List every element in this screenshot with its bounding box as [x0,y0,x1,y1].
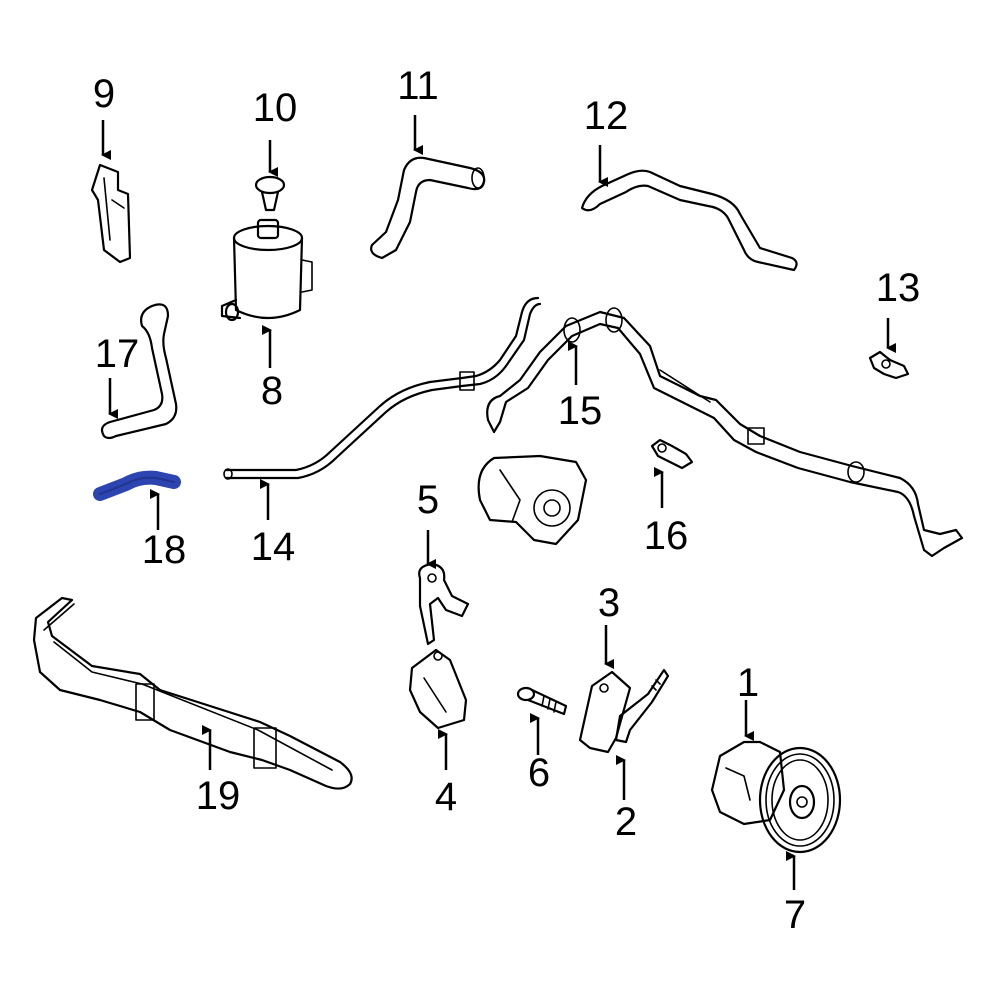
callout-6[interactable]: 6 [527,751,551,795]
callout-5[interactable]: 5 [416,478,440,522]
part-11-hose[interactable] [370,156,486,260]
part-17-hose[interactable] [100,303,178,440]
callout-18[interactable]: 18 [141,528,187,572]
callout-4[interactable]: 4 [434,775,458,819]
callout-16[interactable]: 16 [643,514,689,558]
callout-8[interactable]: 8 [260,369,284,413]
part-9-bracket[interactable] [90,163,132,264]
callout-3[interactable]: 3 [597,581,621,625]
callout-17[interactable]: 17 [94,332,140,376]
part-6-bolt[interactable] [516,686,568,716]
callout-9[interactable]: 9 [92,72,116,116]
part-12-hose[interactable] [580,169,798,272]
callout-19[interactable]: 19 [195,774,241,818]
callout-2[interactable]: 2 [614,800,638,844]
callout-10[interactable]: 10 [252,86,298,130]
callout-11[interactable]: 11 [397,64,439,108]
callout-7[interactable]: 7 [783,893,807,937]
part-19-cooler-line[interactable] [32,596,353,790]
part-13-fitting[interactable] [868,350,910,380]
part-18-hose-highlighted[interactable] [93,470,181,501]
callout-15[interactable]: 15 [557,389,603,433]
part-16-fitting[interactable] [650,438,694,470]
part-5-bracket[interactable] [418,562,470,646]
part-3-bracket[interactable] [578,670,632,754]
part-15-pressure-hose[interactable] [486,307,964,558]
part-10-cap[interactable] [254,175,286,212]
callout-14[interactable]: 14 [250,525,296,569]
callout-12[interactable]: 12 [583,94,629,138]
callout-1[interactable]: 1 [736,661,760,705]
part-7-pulley[interactable] [758,746,842,854]
pump-outline [477,454,588,546]
part-1-pump[interactable] [710,740,786,826]
part-14-pressure-line[interactable] [223,296,542,480]
part-2-adjuster[interactable] [614,668,670,744]
part-4-bracket[interactable] [408,648,468,730]
part-8-reservoir[interactable] [220,218,313,322]
callout-13[interactable]: 13 [875,266,921,310]
